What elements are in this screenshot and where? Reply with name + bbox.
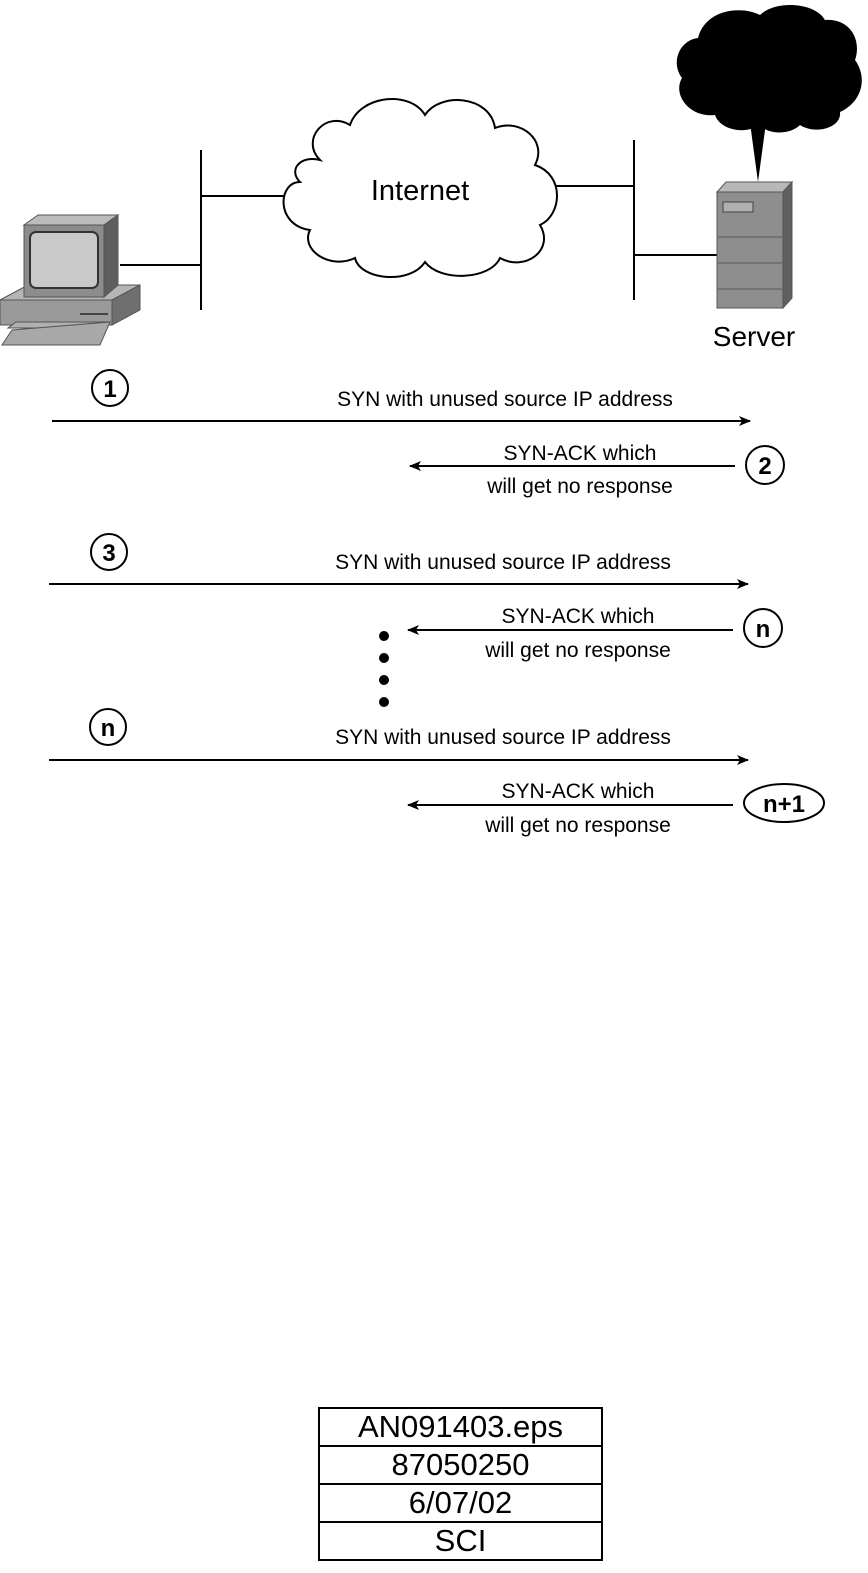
- synack-label-line1: SYN-ACK which: [504, 442, 657, 465]
- step-badge-2: [745, 445, 785, 485]
- svg-text:2: 2: [758, 453, 771, 480]
- internet-label: Internet: [371, 175, 469, 207]
- file-name-cell: AN091403.eps: [318, 1407, 603, 1447]
- synack-label-line1: SYN-ACK which: [502, 780, 655, 803]
- attacker-computer-icon: [0, 214, 141, 346]
- syn-label: SYN with unused source IP address: [335, 551, 671, 574]
- network-links: [120, 140, 717, 310]
- synack-label-line2: will get no response: [484, 814, 671, 837]
- synack-exchange-2: SYN-ACK which will get no response 2: [409, 442, 785, 498]
- attack-cloud-icon: [676, 4, 862, 182]
- step-badge-1: [91, 369, 129, 407]
- file-number-cell: 87050250: [318, 1445, 603, 1485]
- step-badge-n: [743, 608, 783, 648]
- svg-text:n+1: n+1: [763, 791, 805, 818]
- synack-label-line1: SYN-ACK which: [502, 605, 655, 628]
- svg-text:3: 3: [102, 540, 115, 567]
- syn-label: SYN with unused source IP address: [335, 726, 671, 749]
- server-label: Server: [713, 321, 795, 352]
- syn-exchange-3: 3 SYN with unused source IP address: [49, 533, 749, 589]
- syn-exchange-5: n SYN with unused source IP address: [49, 708, 749, 765]
- file-info-table: AN091403.eps 87050250 6/07/02 SCI: [318, 1407, 603, 1561]
- internet-cloud-icon: Internet: [282, 98, 558, 279]
- step-badge-n-plus-1: [743, 783, 825, 823]
- server-icon: Server: [713, 180, 795, 352]
- step-badge-n: [89, 708, 127, 746]
- synack-label-line2: will get no response: [484, 639, 671, 662]
- synack-exchange-6: SYN-ACK which will get no response n+1: [407, 780, 825, 837]
- synack-exchange-4: SYN-ACK which will get no response n: [407, 605, 783, 662]
- svg-text:n: n: [756, 616, 771, 643]
- step-badge-3: [90, 533, 128, 571]
- file-code-cell: SCI: [318, 1521, 603, 1561]
- svg-text:1: 1: [103, 376, 116, 403]
- continuation-dots: [379, 631, 389, 707]
- svg-text:n: n: [101, 715, 116, 742]
- synack-label-line2: will get no response: [486, 475, 673, 498]
- file-date-cell: 6/07/02: [318, 1483, 603, 1523]
- syn-label: SYN with unused source IP address: [337, 388, 673, 411]
- syn-exchange-1: 1 SYN with unused source IP address: [52, 369, 751, 426]
